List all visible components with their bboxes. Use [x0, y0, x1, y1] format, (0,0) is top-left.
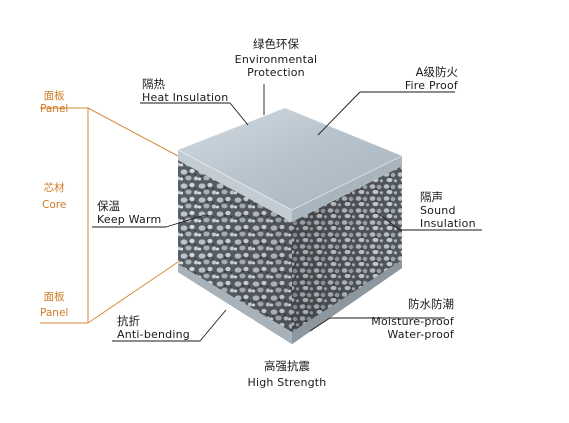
warm-en: Keep Warm: [97, 213, 162, 226]
panel-bottom-cn: 面板: [43, 291, 65, 303]
fire-en: Fire Proof: [404, 79, 458, 92]
heat-cn: 隔热: [142, 77, 165, 91]
environmental-en2: Protection: [247, 66, 305, 79]
environmental-en1: Environmental: [234, 53, 318, 66]
bending-label: 抗折 Anti-bending: [117, 314, 190, 342]
heat-label: 隔热 Heat Insulation: [142, 77, 229, 105]
bottom-panel-right: [292, 260, 402, 344]
fire-cn: A级防火: [415, 65, 458, 79]
panel-top-en: Panel: [40, 103, 69, 115]
bracket-lines: [40, 107, 179, 324]
bending-cn: 抗折: [117, 314, 140, 328]
environmental-label: 绿色环保 Environmental Protection: [222, 37, 330, 80]
panel-bottom-en: Panel: [40, 307, 69, 319]
core-cn: 芯材: [43, 182, 65, 194]
environmental-cn: 绿色环保: [253, 37, 299, 51]
bottom-panel-left: [178, 264, 292, 344]
top-panel-left: [178, 150, 292, 222]
panel-top-cn: 面板: [43, 90, 65, 102]
top-panel-face: [178, 108, 402, 210]
moisture-cn: 防水防潮: [408, 297, 454, 311]
core-en: Core: [42, 199, 67, 211]
sound-cn: 隔声: [420, 190, 443, 204]
sound-label: 隔声 Sound Insulation: [420, 190, 476, 231]
strength-cn: 高强抗震: [264, 359, 310, 373]
strength-en: High Strength: [247, 376, 327, 389]
top-panel-right: [292, 156, 402, 222]
sound-en1: Sound: [420, 204, 456, 217]
panel-top-label: 面板 Panel: [40, 90, 68, 116]
moisture-en1: Moisture-proof: [371, 315, 454, 328]
warm-label: 保温 Keep Warm: [97, 199, 162, 227]
panel-bottom-label: 面板 Panel: [40, 291, 68, 320]
sound-en2: Insulation: [420, 217, 476, 230]
core-label: 芯材 Core: [42, 182, 66, 212]
heat-en: Heat Insulation: [142, 91, 229, 104]
warm-cn: 保温: [97, 199, 120, 213]
leader-lines: [92, 84, 482, 342]
moisture-label: 防水防潮 Moisture-proof Water-proof: [362, 297, 454, 342]
strength-label: 高强抗震 High Strength: [232, 359, 342, 390]
fire-label: A级防火 Fire Proof: [388, 65, 458, 93]
moisture-en2: Water-proof: [387, 328, 454, 341]
bending-en: Anti-bending: [117, 328, 190, 341]
